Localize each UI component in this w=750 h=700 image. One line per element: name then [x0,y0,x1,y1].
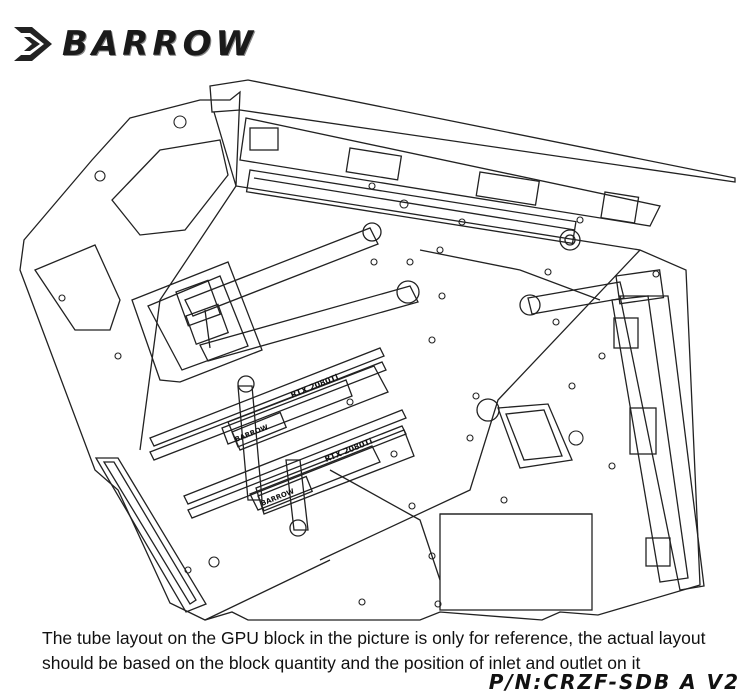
brand-name: BARROW [62,24,257,64]
part-number: P/N:CRZF-SDB A V2 [488,670,740,694]
brand-logo: BARROW [12,14,282,74]
vertical-tube-2 [204,309,211,349]
plate-outline [19,90,701,621]
vertical-tube-1 [184,227,379,317]
barrow-chevron-icon [14,27,52,61]
pcie-slot-3 [183,409,407,505]
gpu-block-2 [249,445,381,511]
io-bracket [94,457,207,613]
right-tube [527,281,625,315]
right-side-panel [611,295,689,583]
left-cutout [111,139,229,236]
caption-line-2: should be based on the block quantity an… [42,653,641,673]
top-side-panel [209,79,736,183]
left-lower-cutout [34,244,121,331]
reference-caption: The tube layout on the GPU block in the … [42,626,742,676]
pcie-slot-1 [149,347,385,447]
gpu-block-1 [221,379,353,445]
caption-line-1: The tube layout on the GPU block in the … [42,628,706,648]
cpu-block [131,261,263,383]
top-tube [245,169,577,245]
gpu-label-1: RTX 2080Ti [289,372,340,399]
pump-block [497,403,573,469]
psu-box [439,513,593,611]
